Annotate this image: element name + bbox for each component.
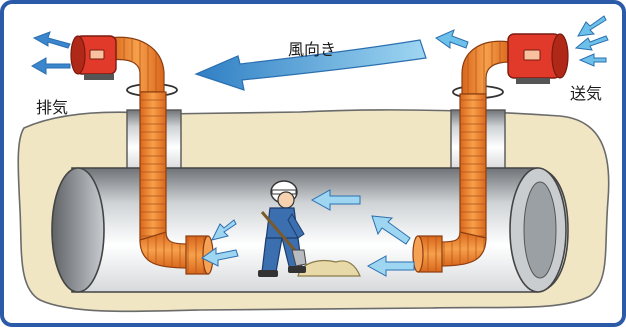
exhaust-duct — [109, 36, 214, 275]
dirt-pile — [297, 259, 361, 277]
exhaust-label: 排気 — [36, 98, 69, 117]
pipe-left-opening — [51, 167, 105, 293]
supply-label: 送気 — [570, 84, 603, 103]
exhaust-fan — [70, 35, 117, 80]
supply-arrows — [434, 15, 609, 67]
wind-direction-arrow — [194, 39, 427, 91]
supply-duct — [412, 40, 511, 273]
worker — [258, 180, 307, 277]
exhaust-arrows — [30, 31, 71, 75]
supply-fan — [507, 33, 569, 84]
flow-arrows — [201, 189, 415, 277]
wind-direction-label: 風向き — [288, 40, 337, 59]
